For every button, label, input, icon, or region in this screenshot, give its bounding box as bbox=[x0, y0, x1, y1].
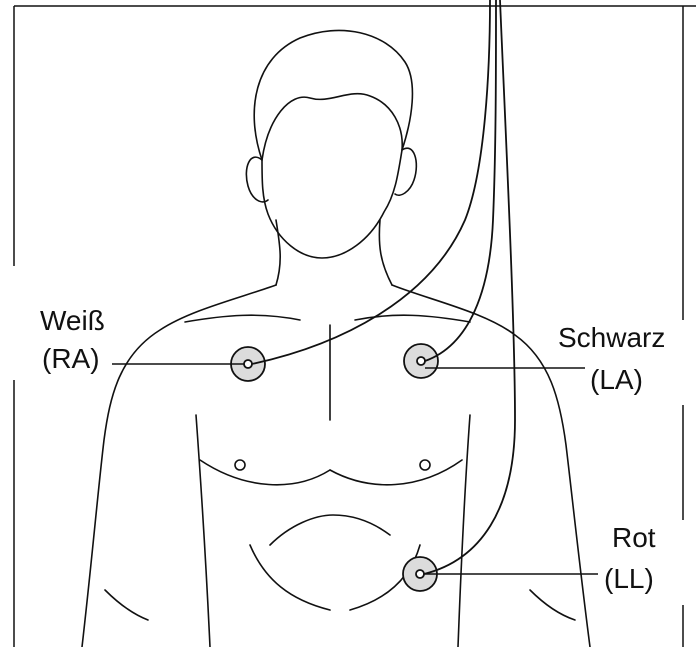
clavicle-left bbox=[185, 315, 300, 322]
hand-left bbox=[105, 590, 148, 620]
arm-right-inner bbox=[458, 415, 470, 647]
label-la-code: (LA) bbox=[590, 364, 643, 395]
neck-right bbox=[379, 220, 392, 285]
hair-line bbox=[262, 94, 402, 160]
label-ll-color: Rot bbox=[612, 522, 656, 553]
nipple-right bbox=[420, 460, 430, 470]
rib-arc bbox=[270, 515, 390, 545]
electrode-la bbox=[404, 344, 438, 378]
hand-right bbox=[530, 590, 575, 620]
label-la-color: Schwarz bbox=[558, 322, 665, 353]
left-ear bbox=[246, 157, 268, 202]
shoulder-left bbox=[82, 285, 276, 647]
label-ra-code: (RA) bbox=[42, 343, 100, 374]
wire-ra bbox=[252, 0, 490, 364]
label-ra-color: Weiß bbox=[40, 305, 105, 336]
nipple-left bbox=[235, 460, 245, 470]
wire-ll bbox=[424, 0, 515, 574]
wire-la bbox=[425, 0, 496, 361]
label-ll-code: (LL) bbox=[604, 563, 654, 594]
head-outline bbox=[254, 30, 412, 258]
pectoral-left bbox=[200, 460, 330, 485]
arm-left-inner bbox=[196, 415, 210, 647]
lead-wires bbox=[252, 0, 515, 574]
leader-lines bbox=[112, 364, 598, 574]
abdomen-left bbox=[250, 545, 330, 610]
pectoral-right bbox=[330, 460, 462, 485]
